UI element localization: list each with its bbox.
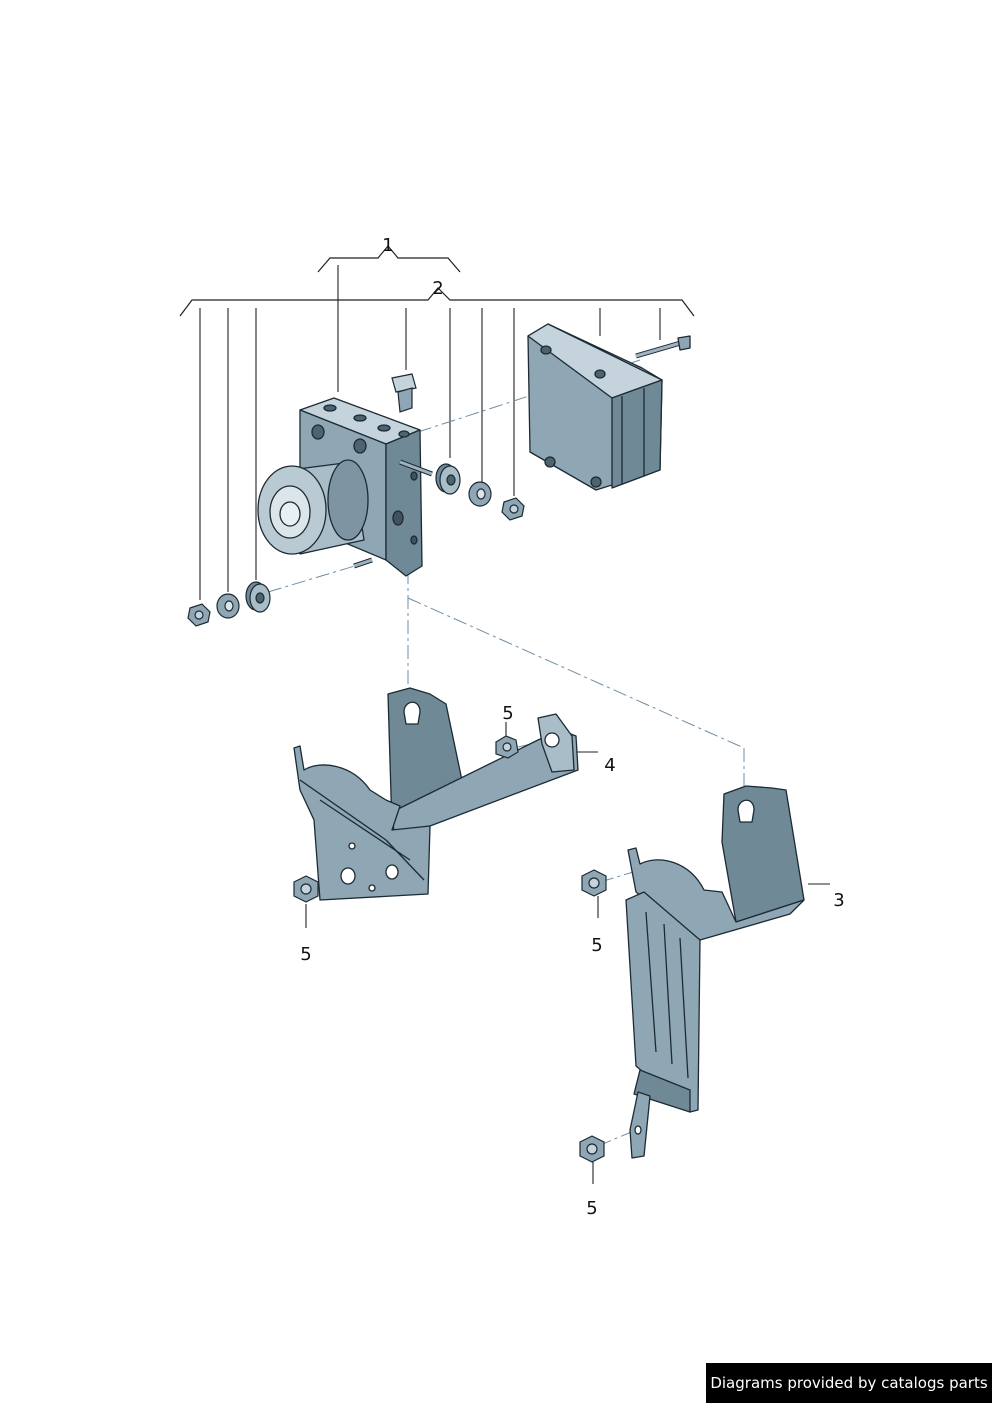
callout-4: 4: [604, 755, 615, 776]
callout-1: 1: [382, 235, 393, 256]
bracket-4-nuts: [293, 735, 519, 903]
credit-banner: Diagrams provided by catalogs parts: [706, 1363, 992, 1403]
credit-text: Diagrams provided by catalogs parts: [710, 1374, 988, 1392]
abs-hydraulic-unit: [257, 397, 433, 577]
callout-5-middle: 5: [591, 935, 602, 956]
callout-5-bottom: 5: [586, 1198, 597, 1219]
group-bracket-2: [179, 287, 695, 317]
group-bracket-1: [317, 245, 461, 273]
top-bolt: [391, 373, 417, 413]
callout-5-top: 5: [502, 703, 513, 724]
right-fasteners: [435, 463, 525, 521]
abs-control-module: [527, 323, 691, 491]
mounting-bracket-3: [625, 785, 805, 1159]
mounting-bracket-4: [293, 687, 579, 901]
callout-5-left: 5: [300, 944, 311, 965]
callout-2: 2: [432, 278, 443, 299]
leader-lines: [199, 265, 830, 1184]
callout-3: 3: [833, 890, 844, 911]
left-fasteners: [187, 581, 271, 627]
bracket-3-nuts: [579, 869, 607, 1163]
